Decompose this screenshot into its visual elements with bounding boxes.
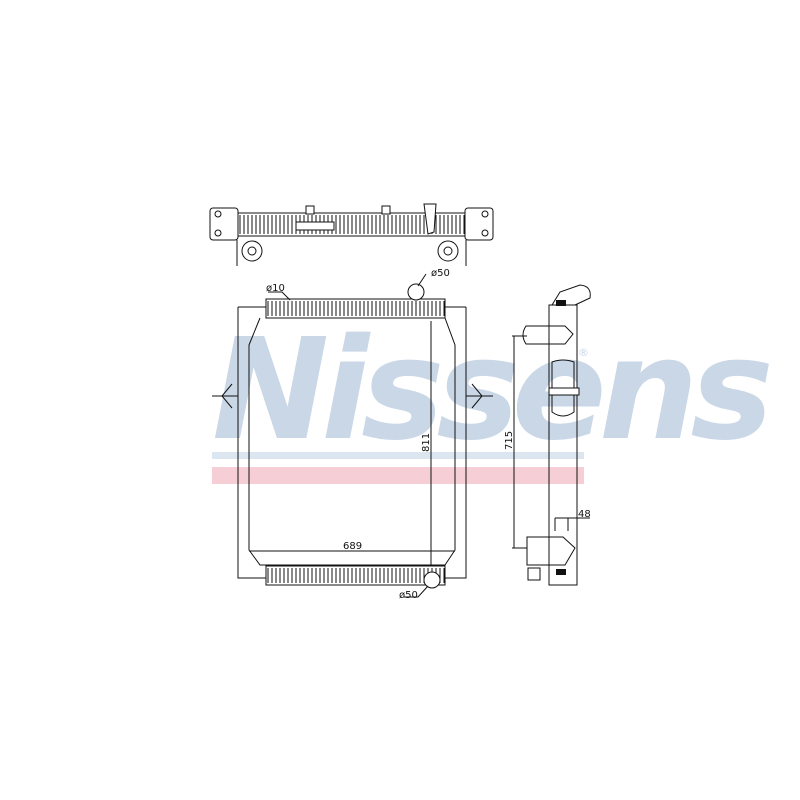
bottom-outlet-pipe (423, 571, 441, 589)
core-outline (248, 317, 456, 566)
depth-label: 48 (578, 509, 591, 520)
nissens-watermark: Nissens ® (212, 309, 777, 484)
core-width-label: 689 (343, 541, 362, 552)
upper-mount-plate (522, 325, 574, 345)
side-profile (548, 304, 578, 586)
watermark-logo-text: Nissens (212, 309, 769, 472)
inlet-diameter-label: ø10 (266, 283, 285, 294)
right-mount-bracket (464, 207, 494, 241)
bottom-outlet-diameter-label: ø50 (399, 590, 418, 601)
center-bracket (551, 359, 575, 417)
left-fan-mount (241, 240, 263, 262)
registered-mark: ® (578, 346, 589, 359)
front-view: ø10 ø50 ø50 811 689 (212, 268, 493, 601)
side-view: 715 48 (504, 284, 591, 586)
side-frame (237, 306, 467, 579)
watermark-pink-stripe (212, 467, 584, 484)
core-height-label: 811 (421, 433, 432, 452)
top-outlet-pipe (407, 283, 425, 301)
side-mount-arms (212, 383, 493, 409)
mount-height-label: 715 (504, 431, 515, 450)
right-fan-mount (437, 240, 459, 262)
lower-mount-plate (526, 536, 576, 566)
top-view (209, 203, 494, 266)
top-outlet-diameter-label: ø50 (431, 268, 450, 279)
side-hose (551, 284, 591, 306)
left-mount-bracket (209, 207, 239, 241)
watermark-blue-stripe (212, 452, 584, 459)
